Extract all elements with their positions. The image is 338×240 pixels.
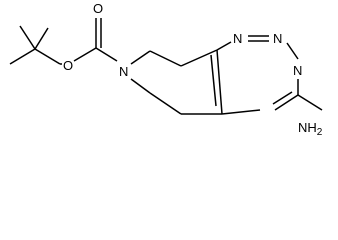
- bond: [272, 91, 293, 105]
- bond: [34, 27, 49, 50]
- bond: [130, 78, 151, 94]
- triazine-n1-label: N: [233, 31, 242, 46]
- bond: [297, 94, 323, 111]
- ring-nitrogen-label: N: [119, 64, 128, 79]
- amino-group-label: NH2: [298, 120, 323, 138]
- bond: [286, 42, 299, 60]
- bond: [130, 50, 151, 65]
- bond: [9, 48, 36, 65]
- ester-oxygen-label: O: [63, 58, 73, 73]
- structure-diagram: O O N N N N NH2: [9, 1, 323, 138]
- bond: [216, 41, 232, 51]
- bonds: [9, 18, 323, 115]
- bond: [210, 54, 217, 107]
- bond: [221, 109, 261, 115]
- bond: [149, 92, 182, 115]
- molecule-drawing: O O N N N N NH2: [9, 1, 323, 138]
- bond: [19, 25, 36, 50]
- bond: [216, 49, 223, 115]
- bond: [149, 50, 182, 67]
- bond: [180, 49, 218, 67]
- bond: [73, 47, 97, 62]
- bond: [95, 47, 118, 62]
- carbonyl-oxygen-label: O: [93, 1, 103, 16]
- atom-labels: O O N N N N NH2: [63, 1, 323, 138]
- bond: [34, 48, 61, 65]
- triazine-n2-label: N: [273, 31, 282, 46]
- triazine-n4-label: N: [293, 63, 302, 78]
- bond: [274, 94, 299, 111]
